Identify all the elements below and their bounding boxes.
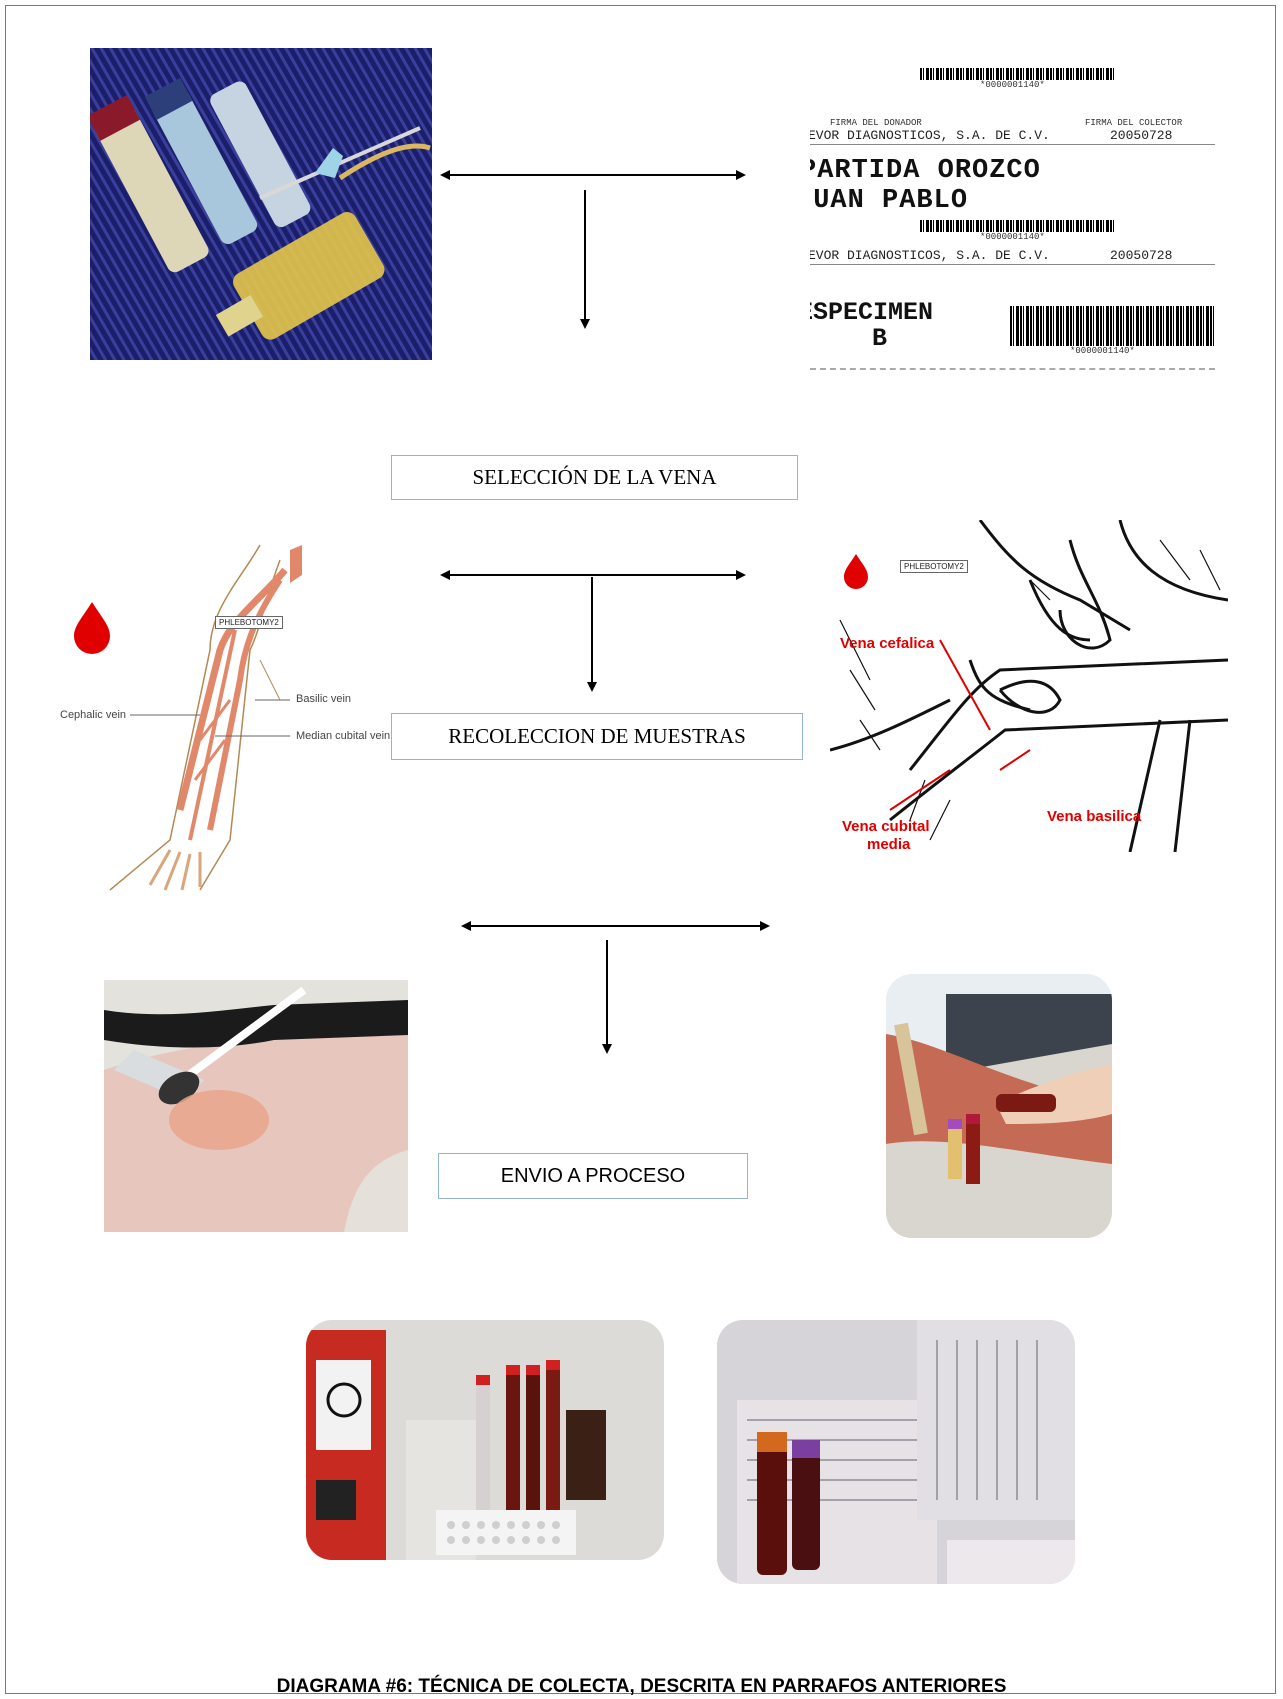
barcode-number-middle: *0000001140* xyxy=(980,232,1045,242)
vena-cefalica-label: Vena cefalica xyxy=(840,635,934,652)
step-recoleccion-muestras: RECOLECCION DE MUESTRAS xyxy=(391,713,803,760)
basilic-vein-label: Basilic vein xyxy=(296,693,351,705)
cephalic-vein-label: Cephalic vein xyxy=(60,709,126,721)
barcode-number-bottom: *0000001140* xyxy=(1070,346,1135,356)
firma-donador-label: FIRMA DEL DONADOR xyxy=(830,118,922,128)
label-divider xyxy=(810,144,1215,145)
company-line-2: EVOR DIAGNOSTICOS, S.A. DE C.V. xyxy=(810,248,1050,263)
blood-drop-icon xyxy=(74,602,110,654)
forms-tubes-photo xyxy=(717,1320,1075,1584)
barcode-number-top: *0000001140* xyxy=(980,80,1045,90)
date-line-2: 20050728 xyxy=(1110,248,1172,263)
company-line-1: EVOR DIAGNOSTICOS, S.A. DE C.V. xyxy=(810,128,1050,143)
step-envio-proceso: ENVIO A PROCESO xyxy=(438,1153,748,1199)
diagram-caption: DIAGRAMA #6: TÉCNICA DE COLECTA, DESCRIT… xyxy=(0,1676,1283,1698)
specimen-label-sheet: *0000001140* FIRMA DEL DONADOR FIRMA DEL… xyxy=(810,60,1215,380)
vena-cubital-label: Vena cubital xyxy=(842,818,930,835)
vena-basilica-label: Vena basilica xyxy=(1047,808,1141,825)
lab-tubes-photo xyxy=(306,1320,664,1560)
median-cubital-vein-label: Median cubital vein xyxy=(296,730,390,742)
barcode-top xyxy=(920,68,1115,80)
barcode-bottom xyxy=(1010,306,1215,346)
patient-name: JUAN PABLO xyxy=(810,186,968,216)
label-divider-2 xyxy=(810,264,1215,265)
step-seleccion-vena: SELECCIÓN DE LA VENA xyxy=(391,455,798,500)
specimen-letter: B xyxy=(872,324,887,353)
firma-colector-label: FIRMA DEL COLECTOR xyxy=(1085,118,1182,128)
phlebotomy-tag-right: PHLEBOTOMY2 xyxy=(900,560,968,573)
barcode-middle xyxy=(920,220,1115,232)
arm-vein-diagram: PHLEBOTOMY2 Basilic vein Cephalic vein M… xyxy=(60,540,400,895)
label-divider-3 xyxy=(810,368,1215,370)
phlebotomy-tag-left: PHLEBOTOMY2 xyxy=(215,616,283,629)
date-line-1: 20050728 xyxy=(1110,128,1172,143)
arm-sketch-photo: PHLEBOTOMY2 Vena cefalica Vena basilica … xyxy=(830,520,1228,852)
blood-draw-photo xyxy=(886,974,1112,1238)
vena-cubital-media-label: media xyxy=(867,836,910,852)
specimen-label: ESPECIMEN xyxy=(810,298,933,327)
vacutainer-photo xyxy=(90,48,432,360)
blood-drop-icon-right xyxy=(844,554,868,589)
patient-surname: PARTIDA OROZCO xyxy=(810,156,1041,186)
antiseptic-swab-photo xyxy=(104,980,408,1232)
